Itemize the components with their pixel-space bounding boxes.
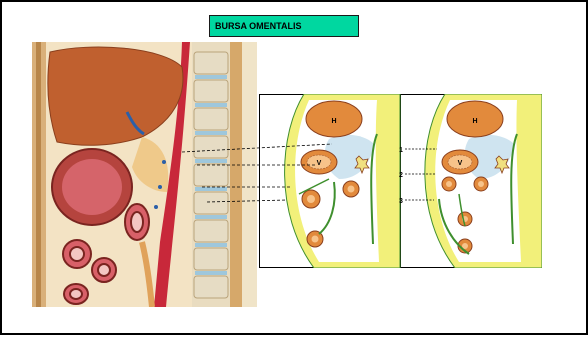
schematic-right-label-h: H: [472, 118, 477, 125]
schematic-marker-3: 3: [399, 198, 403, 205]
schematic-right: [425, 94, 542, 268]
schematic-left-label-v: V: [317, 160, 322, 167]
slide-title: BURSA OMENTALIS: [209, 15, 359, 37]
anatomical-illustration: [32, 42, 257, 307]
schematic-panels: H V H V: [259, 94, 542, 268]
schematic-left-label-h: H: [331, 118, 336, 125]
schematic-marker-1: 1: [399, 147, 403, 154]
schematic-right-label-v: V: [458, 160, 463, 167]
schematic-marker-2: 2: [399, 172, 403, 179]
schematic-left: [285, 94, 400, 268]
